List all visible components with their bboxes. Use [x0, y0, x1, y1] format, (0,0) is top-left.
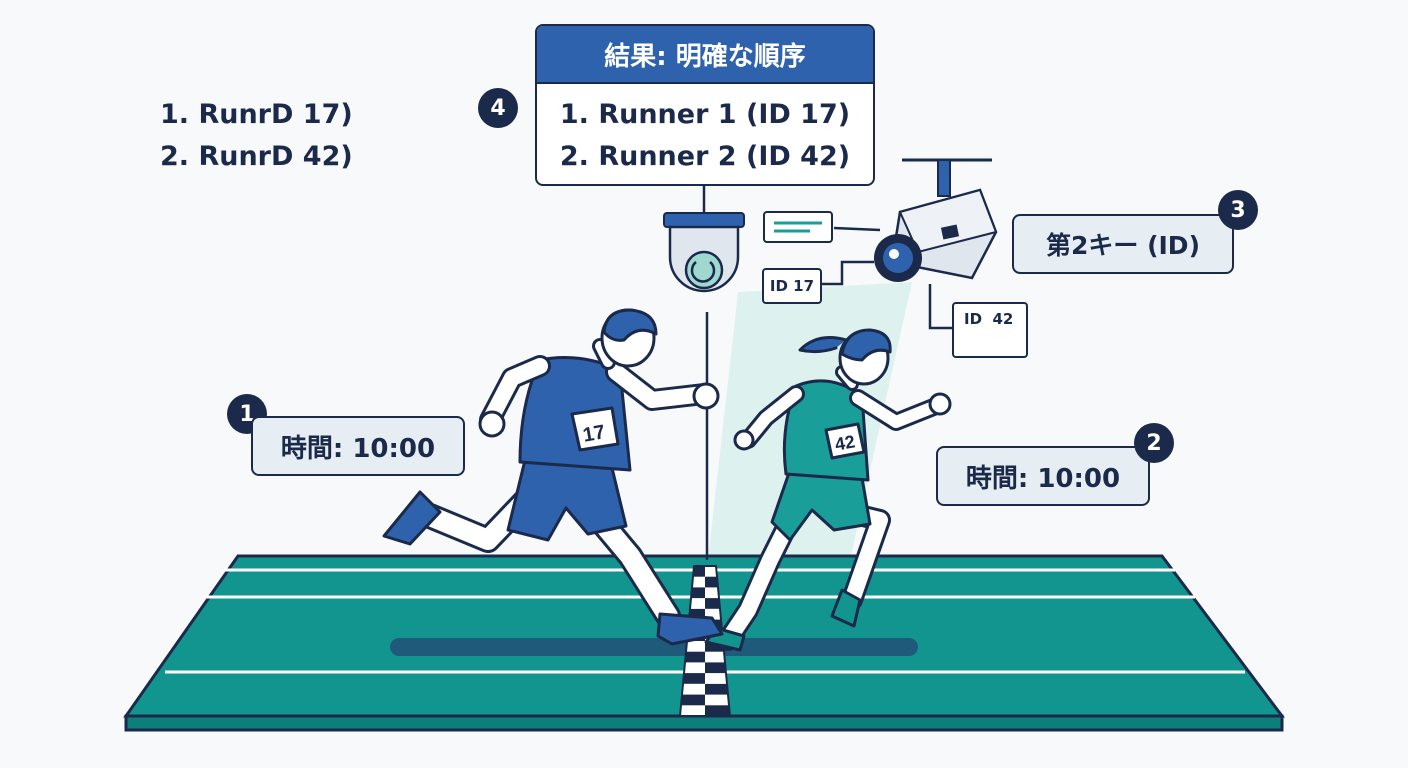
result-line-1: 1. Runner 1 (ID 17) [559, 99, 851, 130]
finish-line-square [705, 683, 727, 695]
runner-2-figure [704, 328, 952, 652]
runner-1-bib-number: 17 [581, 421, 607, 447]
secondary-key-label: 第2キー (ID) [1012, 214, 1234, 274]
finish-line-square [705, 705, 729, 716]
runner-2-bib-number: 42 [833, 431, 856, 454]
camera-tag-id42-text: ID 42 [964, 310, 1014, 328]
side-list-line-1: 1. RunrD 17) [160, 99, 353, 130]
finish-line-square [705, 641, 723, 652]
side-result-list: 1. RunrD 17) 2. RunrD 42) [160, 94, 353, 178]
finish-line-square [705, 576, 717, 588]
finish-line-square [692, 587, 705, 599]
step-3-badge: 3 [1218, 190, 1258, 230]
runner-2-time-label: 時間: 10:00 [936, 446, 1150, 506]
result-box: 結果: 明確な順序 1. Runner 1 (ID 17) 2. Runner … [535, 24, 875, 186]
box-camera-icon [874, 158, 998, 282]
finish-line-square [705, 662, 725, 674]
step-2-badge: 2 [1134, 423, 1174, 463]
result-line-2: 2. Runner 2 (ID 42) [559, 141, 851, 172]
camera-tag-connectors [820, 226, 952, 330]
finish-line-square [694, 566, 705, 577]
dome-camera-icon [663, 212, 745, 293]
finish-line-square [682, 694, 705, 706]
side-list-line-2: 2. RunrD 42) [160, 141, 353, 172]
finish-line-square [686, 651, 705, 663]
finish-line-square [705, 598, 719, 609]
step-4-badge: 4 [478, 88, 518, 128]
camera-tag-id42: ID 42 [952, 302, 1028, 358]
runner-1-figure [382, 308, 724, 646]
finish-line-square [690, 608, 705, 620]
runner-1-time-label: 時間: 10:00 [251, 416, 465, 476]
result-title: 結果: 明確な順序 [537, 26, 873, 84]
finish-line-square [684, 673, 705, 684]
data-chip-icon [763, 211, 833, 243]
camera-tag-id17: ID 17 [762, 268, 822, 304]
